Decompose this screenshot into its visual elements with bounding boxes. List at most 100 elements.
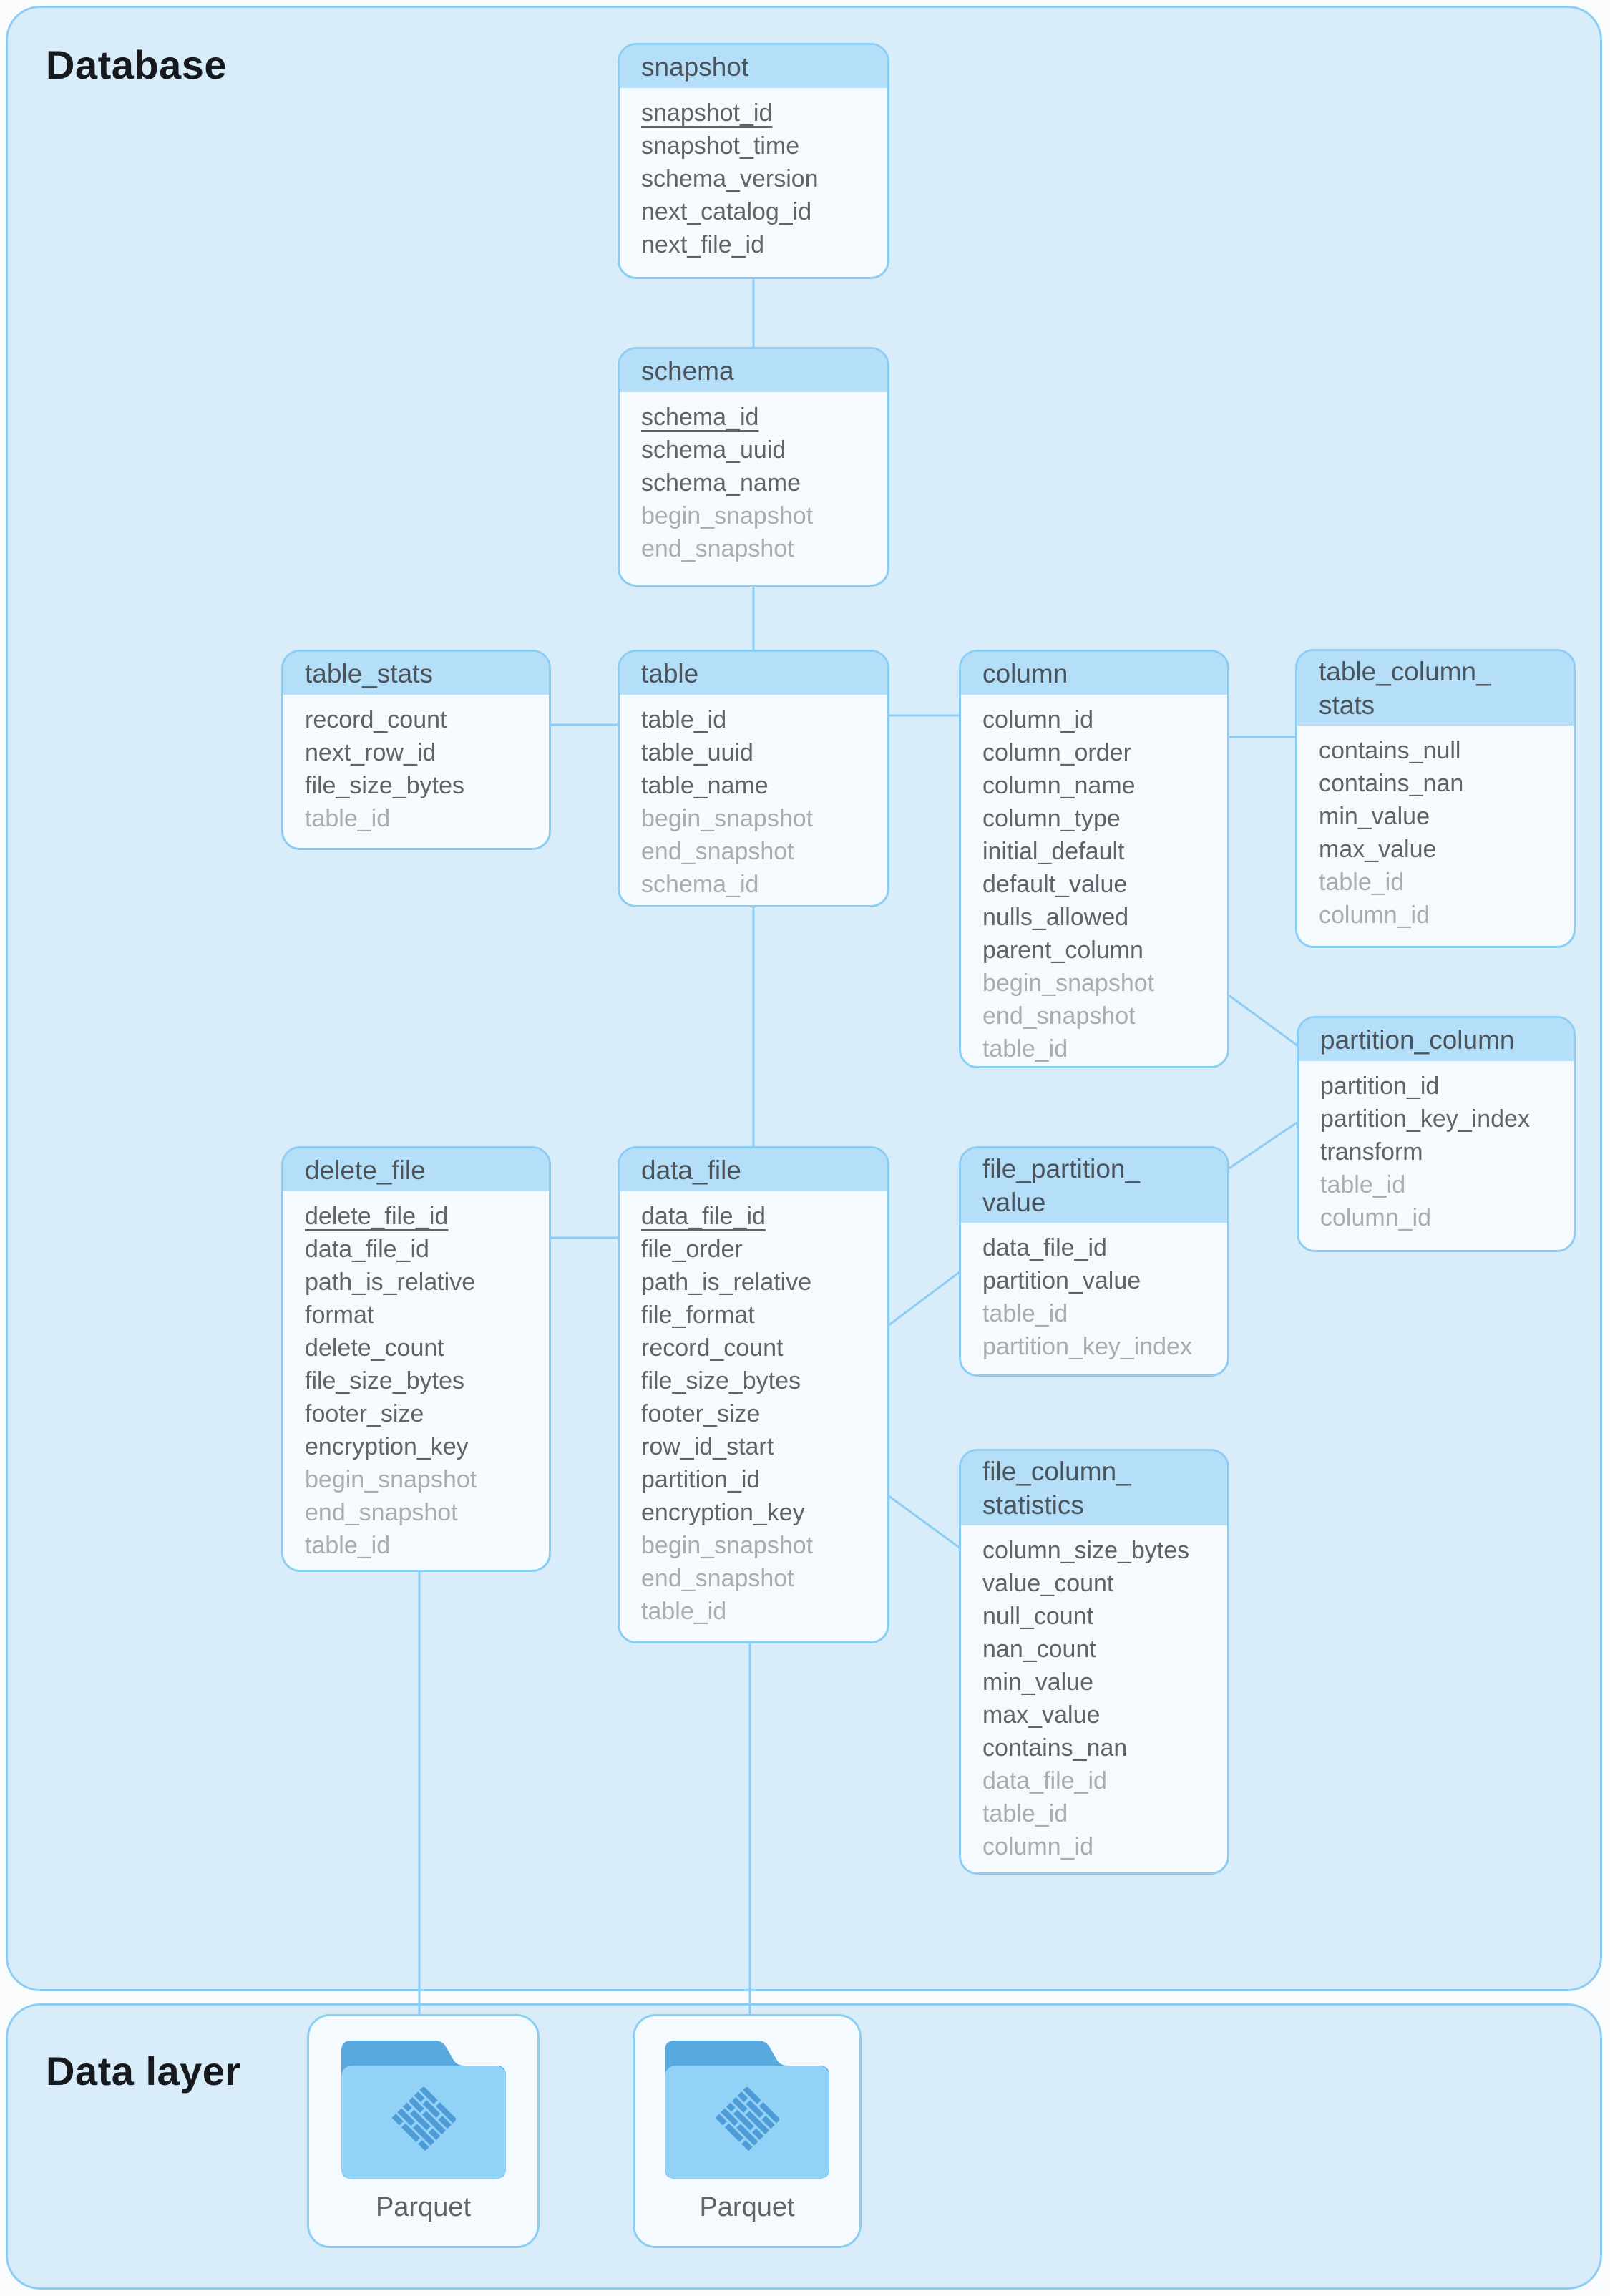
field-default_value: default_value: [982, 871, 1128, 898]
entity-header-file_column_statistics: file_column_statistics: [961, 1451, 1227, 1525]
field-begin_snapshot: begin_snapshot: [305, 1466, 477, 1493]
entity-file-partition-value: file_partition_value data_file_id partitio…: [959, 1146, 1229, 1377]
field-schema_version: schema_version: [641, 165, 819, 192]
field-nulls_allowed: nulls_allowed: [982, 904, 1129, 931]
parquet-card-1: Parquet: [307, 2014, 540, 2248]
entity-header-schema: schema: [620, 349, 887, 392]
field-min_value: min_value: [1319, 803, 1430, 830]
entity-title-line: column: [982, 658, 1068, 688]
parquet-label: Parquet: [699, 2192, 795, 2222]
field-begin_snapshot: begin_snapshot: [641, 805, 814, 832]
field-column_size_bytes: column_size_bytes: [982, 1537, 1190, 1564]
field-file_size_bytes: file_size_bytes: [641, 1367, 801, 1394]
entity-header-snapshot: snapshot: [620, 45, 887, 88]
entity-title-line: stats: [1319, 690, 1375, 720]
field-end_snapshot: end_snapshot: [982, 1002, 1136, 1030]
field-table_id: table_id: [305, 1532, 391, 1559]
entity-title-line: file_partition_: [982, 1154, 1141, 1183]
field-file_format: file_format: [641, 1301, 755, 1329]
field-schema_uuid: schema_uuid: [641, 436, 786, 464]
field-schema_name: schema_name: [641, 469, 801, 497]
field-footer_size: footer_size: [641, 1400, 761, 1427]
entity-title-line: table: [641, 658, 699, 688]
field-next_row_id: next_row_id: [305, 739, 436, 766]
entity-title-line: table_stats: [305, 658, 433, 688]
field-nan_count: nan_count: [982, 1636, 1096, 1663]
field-table_uuid: table_uuid: [641, 739, 753, 766]
field-data_file_id: data_file_id: [641, 1203, 766, 1230]
field-table_id: table_id: [305, 805, 391, 832]
entity-title-line: table_column_: [1319, 657, 1491, 686]
field-end_snapshot: end_snapshot: [641, 535, 794, 562]
field-partition_id: partition_id: [1320, 1073, 1440, 1100]
parquet-folder-icon: [665, 2041, 829, 2179]
field-partition_value: partition_value: [982, 1267, 1141, 1294]
database-panel: [6, 6, 1602, 1991]
entity-header-partition_column: partition_column: [1299, 1018, 1574, 1061]
field-column_id: column_id: [1319, 902, 1430, 929]
field-initial_default: initial_default: [982, 838, 1125, 865]
entity-header-delete_file: delete_file: [283, 1148, 549, 1191]
parquet-card-2: Parquet: [633, 2014, 862, 2248]
field-parent_column: parent_column: [982, 937, 1143, 964]
field-begin_snapshot: begin_snapshot: [982, 969, 1155, 997]
field-path_is_relative: path_is_relative: [641, 1269, 812, 1296]
field-file_order: file_order: [641, 1236, 743, 1263]
entity-title-line: schema: [641, 356, 734, 386]
field-record_count: record_count: [641, 1334, 784, 1362]
field-column_id: column_id: [1320, 1204, 1431, 1231]
entity-title-line: statistics: [982, 1490, 1084, 1520]
field-column_id: column_id: [982, 1833, 1093, 1860]
entity-header-column: column: [961, 652, 1227, 695]
field-contains_nan: contains_nan: [982, 1734, 1128, 1762]
field-begin_snapshot: begin_snapshot: [641, 502, 814, 529]
field-value_count: value_count: [982, 1570, 1114, 1597]
database-title: Database: [46, 42, 228, 87]
field-min_value: min_value: [982, 1669, 1093, 1696]
entity-field-list: table_id table_uuid table_name begin_snapsh…: [620, 695, 887, 901]
field-data_file_id: data_file_id: [305, 1236, 429, 1263]
field-end_snapshot: end_snapshot: [305, 1499, 458, 1526]
field-partition_key_index: partition_key_index: [982, 1333, 1192, 1360]
field-encryption_key: encryption_key: [641, 1499, 805, 1526]
field-data_file_id: data_file_id: [982, 1234, 1107, 1261]
entity-header-file_partition_value: file_partition_value: [961, 1148, 1227, 1223]
field-table_id: table_id: [982, 1800, 1068, 1827]
field-data_file_id: data_file_id: [982, 1767, 1107, 1794]
entity-title-line: value: [982, 1188, 1046, 1217]
field-table_name: table_name: [641, 772, 769, 799]
field-file_size_bytes: file_size_bytes: [305, 1367, 465, 1394]
field-null_count: null_count: [982, 1603, 1094, 1630]
field-snapshot_id: snapshot_id: [641, 99, 773, 127]
field-encryption_key: encryption_key: [305, 1433, 469, 1460]
field-column_order: column_order: [982, 739, 1131, 766]
parquet-label: Parquet: [375, 2192, 472, 2222]
entity-title-line: data_file: [641, 1155, 741, 1185]
entity-title-line: snapshot: [641, 52, 749, 82]
field-schema_id: schema_id: [641, 871, 759, 898]
field-table_id: table_id: [641, 706, 727, 733]
entity-header-data_file: data_file: [620, 1148, 887, 1191]
entity-data-file: data_file data_file_id file_order path_is_r…: [618, 1146, 889, 1643]
field-delete_file_id: delete_file_id: [305, 1203, 449, 1230]
field-delete_count: delete_count: [305, 1334, 444, 1362]
field-transform: transform: [1320, 1138, 1423, 1166]
field-max_value: max_value: [982, 1701, 1101, 1729]
field-next_file_id: next_file_id: [641, 231, 765, 258]
field-table_id: table_id: [641, 1598, 727, 1625]
entity-header-table: table: [620, 652, 887, 695]
